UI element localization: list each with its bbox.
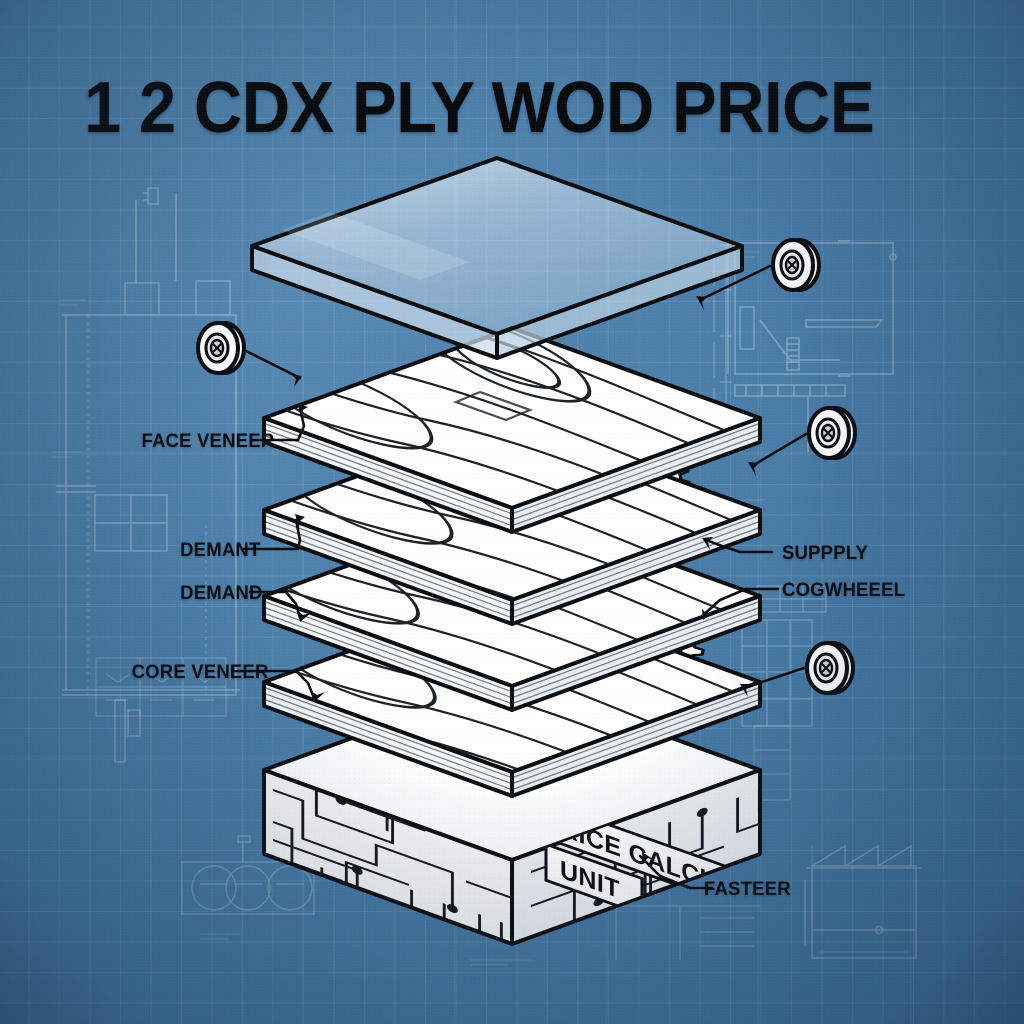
washer-screw-icon[interactable]	[771, 238, 821, 292]
washer-screw-icon[interactable]	[196, 321, 246, 375]
callout-label-demand: DEMAND	[180, 582, 263, 604]
callout-arrowheads	[291, 296, 759, 863]
layer-top-glass	[250, 156, 744, 360]
callout-label-fastener: FASTEER	[704, 878, 791, 900]
washer-screw-icon[interactable]	[807, 406, 857, 460]
callout-label-supply: SUPPPLY	[782, 542, 869, 564]
callout-leader-lines	[236, 264, 808, 890]
callout-label-demant: DEMANT	[180, 539, 261, 561]
layer-face-veneer	[262, 326, 762, 534]
washer-screw-icon[interactable]	[805, 641, 855, 695]
callout-label-core-veneer: CORE VENEER	[131, 661, 269, 683]
washer-screw-icon-group[interactable]	[196, 238, 857, 695]
callout-label-face-veneer: FACE VENEER	[141, 430, 275, 452]
page-title: 1 2 CDX PLY WOD PRICE	[84, 68, 875, 148]
callout-label-cogwheel: COGWHEEEL	[782, 579, 906, 601]
